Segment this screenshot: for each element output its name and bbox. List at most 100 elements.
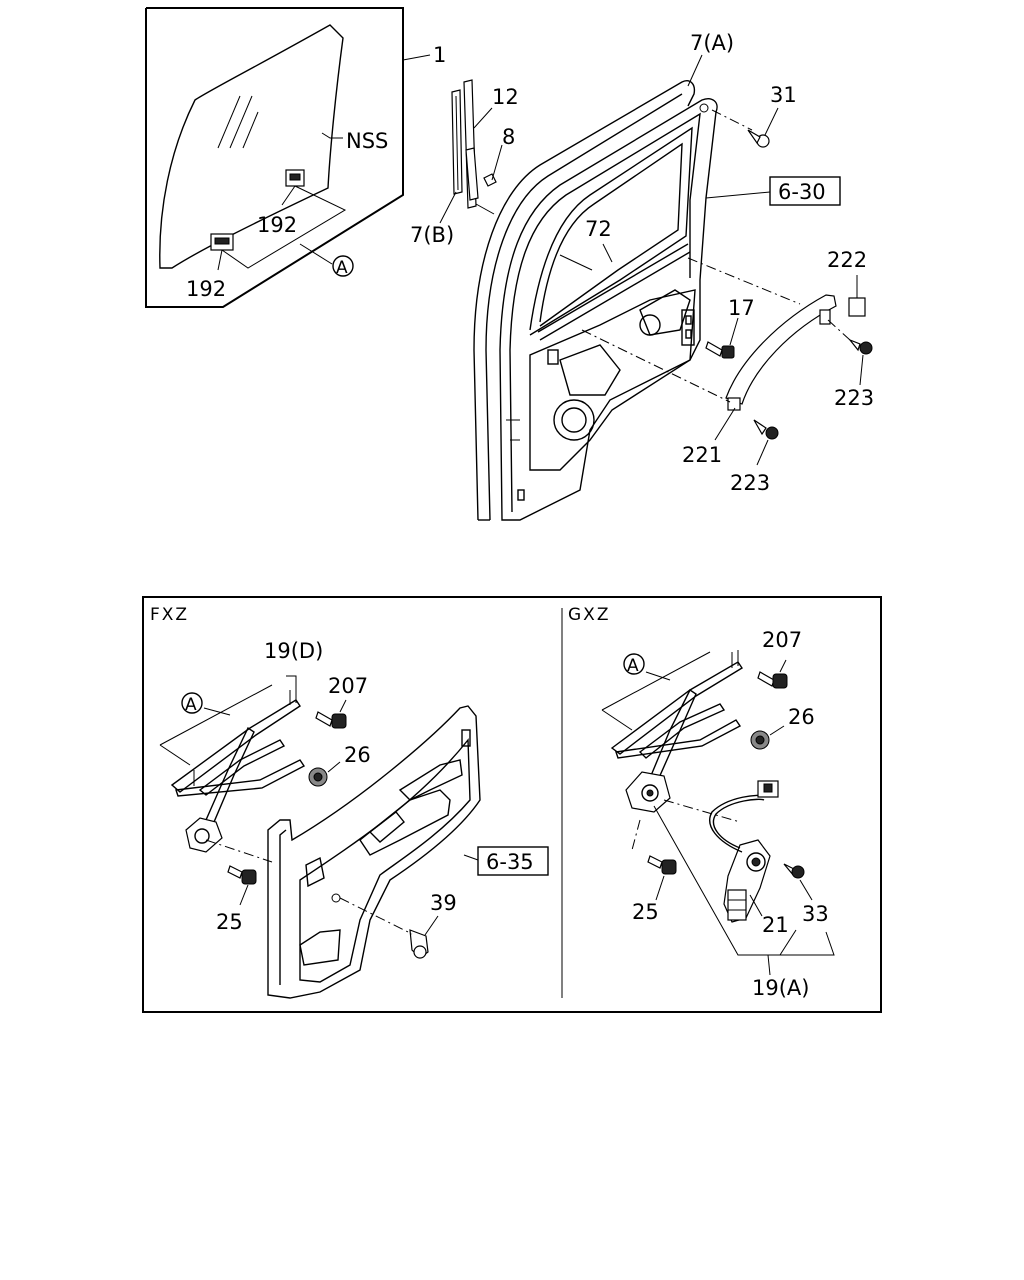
run-channel-7b xyxy=(451,89,463,195)
ref-box-6-35: 6-35 xyxy=(477,846,549,876)
bolt-25-fxz xyxy=(227,865,257,885)
label-gxz: GXZ xyxy=(568,605,610,625)
leader-21 xyxy=(749,894,763,917)
leader-8 xyxy=(491,144,503,181)
label-221: 221 xyxy=(682,443,722,467)
door-panel xyxy=(499,98,718,521)
leader-72b xyxy=(602,243,613,263)
gxz-a-line3 xyxy=(645,671,671,681)
fxz-a-line2 xyxy=(159,744,191,766)
leader-207a xyxy=(339,699,347,713)
nut-26-fxz xyxy=(308,767,328,787)
gxz-regulator xyxy=(610,650,743,813)
label-223-lower: 223 xyxy=(730,471,770,495)
label-7a: 7(A) xyxy=(690,31,734,55)
ref-6-35-text: 6-35 xyxy=(486,850,534,874)
circle-a-marker-top: A xyxy=(332,255,354,278)
leader-72 xyxy=(559,254,593,271)
leader-25a xyxy=(239,884,249,906)
label-222: 222 xyxy=(827,248,867,272)
label-207-fxz: 207 xyxy=(328,674,368,698)
dash-25-gxz xyxy=(631,819,641,851)
leader-7b xyxy=(439,191,457,224)
leader-223b xyxy=(756,439,769,466)
fxz-door-trim xyxy=(267,705,481,999)
leader-26a xyxy=(327,761,341,773)
label-17: 17 xyxy=(728,296,755,320)
leader-33 xyxy=(799,879,813,901)
leader-19d xyxy=(286,675,297,688)
gxz-a-line1 xyxy=(601,651,711,711)
label-8: 8 xyxy=(502,125,515,149)
weatherstrip-7a xyxy=(473,80,696,521)
label-19d: 19(D) xyxy=(264,639,323,663)
circle-a-fxz-text: A xyxy=(185,695,197,715)
label-12: 12 xyxy=(492,85,519,109)
glass-inset-box xyxy=(145,7,431,308)
leader-31 xyxy=(764,107,779,136)
leader-7a xyxy=(687,54,703,87)
label-223-upper: 223 xyxy=(834,386,874,410)
bolt-207-fxz xyxy=(315,711,347,729)
motor-21 xyxy=(709,780,779,923)
dash-31 xyxy=(711,109,753,131)
leader-26b xyxy=(769,725,785,736)
label-207-gxz: 207 xyxy=(762,628,802,652)
screw-33 xyxy=(783,863,805,879)
leader-6-35 xyxy=(463,854,479,861)
label-25-gxz: 25 xyxy=(632,900,659,924)
regulator-box xyxy=(142,596,882,1013)
dash-motor xyxy=(663,799,741,823)
bolt-17 xyxy=(705,341,735,359)
handle-39 xyxy=(409,929,429,959)
label-31: 31 xyxy=(770,83,797,107)
screw-8 xyxy=(483,173,497,187)
leader-207b xyxy=(779,659,787,673)
label-fxz: FXZ xyxy=(150,605,189,625)
label-21: 21 xyxy=(762,913,789,937)
screw-223-upper xyxy=(848,338,873,355)
garnish-221 xyxy=(725,294,837,411)
bracket-19a-mid xyxy=(779,929,797,956)
clip-192-upper xyxy=(285,169,305,187)
ref-6-30-text: 6-30 xyxy=(778,180,826,204)
bracket-19a xyxy=(653,805,835,956)
label-192-lower: 192 xyxy=(186,277,226,301)
dash-39 xyxy=(339,897,413,935)
gxz-a-line2 xyxy=(601,709,633,731)
dash-223-upper xyxy=(827,319,851,341)
fxz-a-line3 xyxy=(203,707,231,716)
fxz-regulator xyxy=(170,688,306,853)
leader-19a xyxy=(767,954,771,976)
leader-17 xyxy=(729,317,739,346)
circle-a-gxz-text: A xyxy=(627,656,639,676)
leader-223a xyxy=(859,354,864,386)
bolt-25-gxz xyxy=(647,855,677,875)
bolt-31 xyxy=(747,129,770,148)
label-nss: NSS xyxy=(346,129,388,153)
label-25-fxz: 25 xyxy=(216,910,243,934)
label-1: 1 xyxy=(433,43,446,67)
label-7b: 7(B) xyxy=(410,223,454,247)
screw-223-lower xyxy=(753,419,779,440)
dash-25-fxz xyxy=(205,839,273,863)
nut-26-gxz xyxy=(750,730,770,750)
bolt-207-gxz xyxy=(757,671,788,689)
label-26-gxz: 26 xyxy=(788,705,815,729)
ref-box-6-30: 6-30 xyxy=(769,176,841,206)
circle-a-marker-fxz: A xyxy=(181,692,203,715)
label-39: 39 xyxy=(430,891,457,915)
circle-a-top-text: A xyxy=(336,258,348,278)
label-19a: 19(A) xyxy=(752,976,809,1000)
cap-222 xyxy=(848,297,866,317)
label-33: 33 xyxy=(802,902,829,926)
dash-221-top xyxy=(687,257,801,305)
dash-221-bottom xyxy=(581,329,731,403)
circle-a-marker-gxz: A xyxy=(623,653,645,676)
fxz-a-line1 xyxy=(159,684,273,746)
leader-25b xyxy=(655,875,665,901)
label-72: 72 xyxy=(585,217,612,241)
channel-12 xyxy=(463,79,495,215)
